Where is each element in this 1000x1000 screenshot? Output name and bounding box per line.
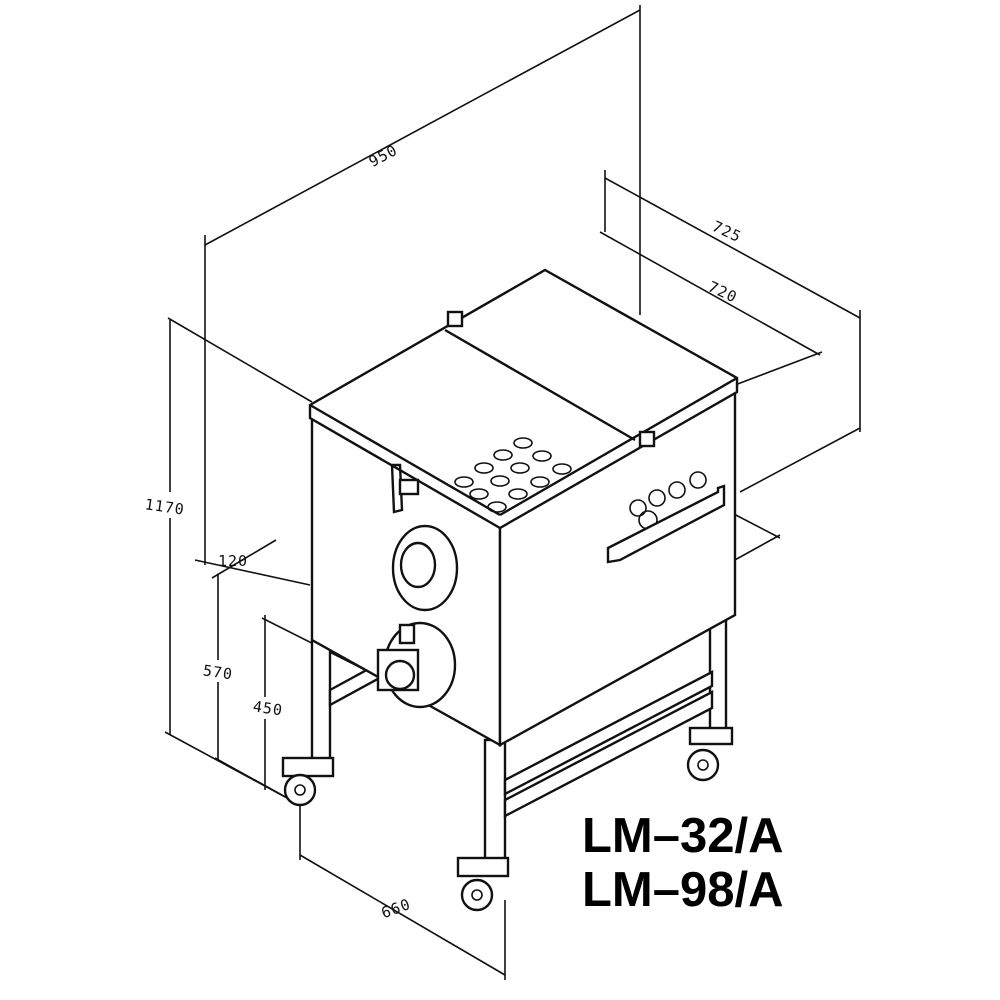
caster-icon: [281, 756, 335, 807]
dimension-1170: 1170: [144, 317, 313, 806]
handle-icon: [606, 484, 726, 564]
model-label: LM–98/A: [582, 863, 784, 917]
caster-icon: [456, 856, 510, 912]
dim-label: 570: [202, 661, 234, 683]
top-lid: [308, 268, 739, 530]
dimension-120: 120: [194, 539, 311, 586]
lid-holes: [454, 437, 572, 513]
casters: [281, 726, 734, 912]
dim-label: 720: [705, 278, 740, 307]
latch-icon: [390, 463, 404, 514]
machine-body: [308, 268, 739, 748]
caster-icon: [686, 726, 734, 782]
dim-label: 725: [709, 217, 744, 246]
dimension-720: 720: [599, 231, 823, 386]
dimension-725: 725: [604, 170, 861, 493]
stand-frame: [310, 608, 728, 862]
dim-label: 450: [252, 697, 284, 719]
dim-label: 120: [218, 552, 248, 570]
dim-label: 950: [366, 141, 401, 171]
dimension-570: 570: [200, 575, 301, 806]
hinge-icon: [446, 310, 464, 328]
model-label: LM–32/A: [582, 809, 784, 863]
dim-label: 1170: [144, 495, 186, 518]
hinge-icon: [638, 430, 656, 448]
